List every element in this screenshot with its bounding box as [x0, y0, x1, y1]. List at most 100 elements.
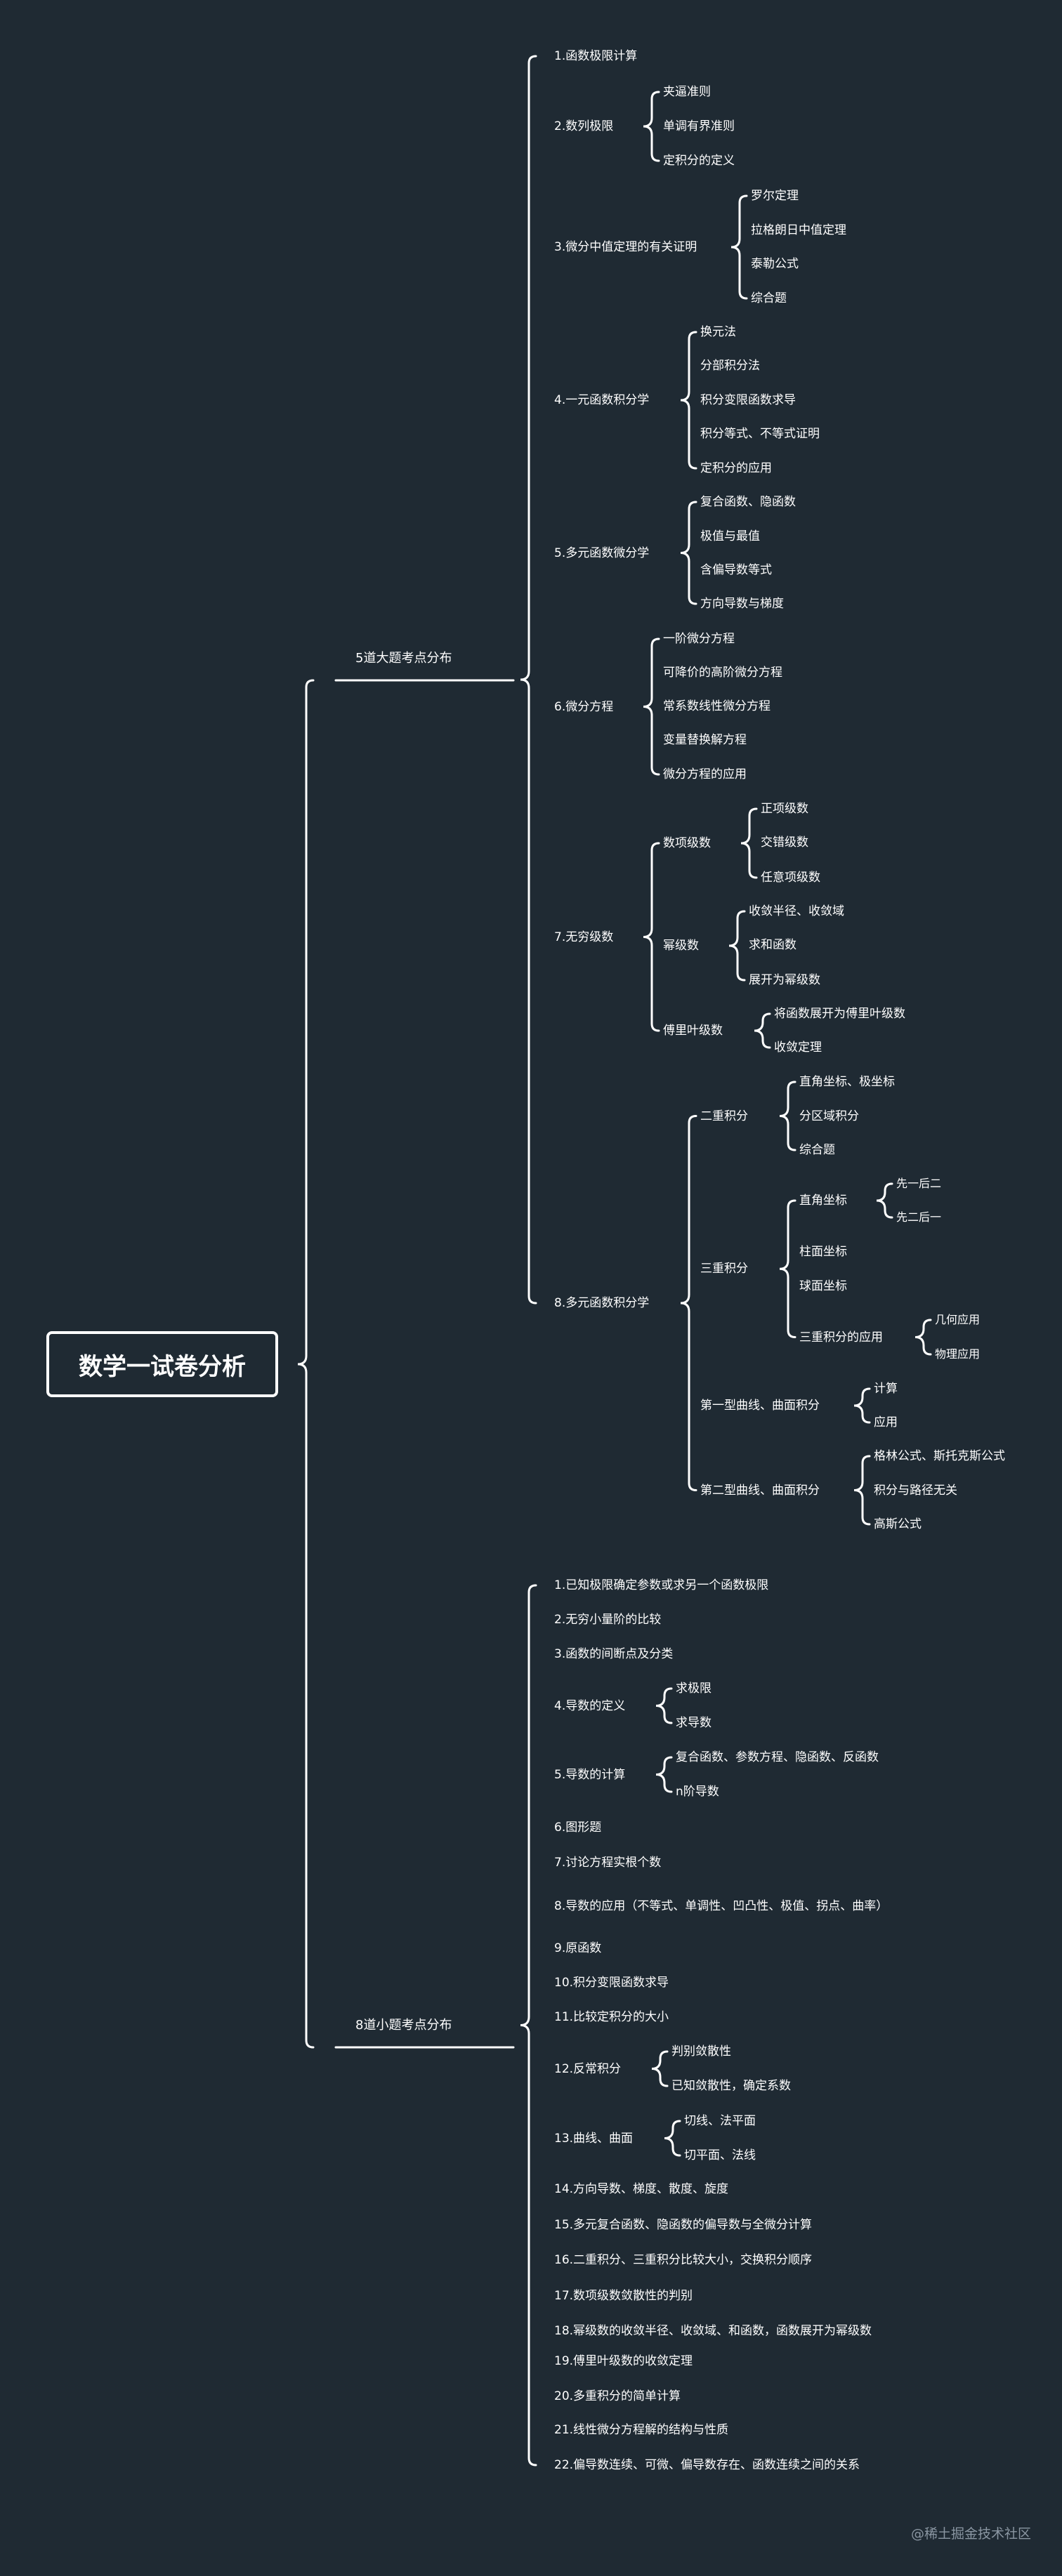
node-branches-0-children-7-children-3-label[interactable]: 第二型曲线、曲面积分	[700, 1483, 820, 1498]
node-branches-0-children-7-children-0-children-1-label[interactable]: 分区域积分	[799, 1109, 859, 1123]
node-branches-0-children-7-children-1-children-3-children-1-label[interactable]: 物理应用	[935, 1347, 981, 1361]
node-branches-0-children-6-children-2-label[interactable]: 傅里叶级数	[663, 1024, 723, 1038]
brace-b1-12	[664, 2120, 681, 2157]
node-branches-0-children-6-children-2-children-0-label[interactable]: 将函数展开为傅里叶级数	[774, 1007, 905, 1021]
node-branches-0-children-6-children-0-children-2-label[interactable]: 任意项级数	[761, 871, 820, 885]
node-branches-0-children-7-children-0-label[interactable]: 二重积分	[700, 1109, 748, 1123]
node-branches-0-children-7-children-0-children-2-label[interactable]: 综合题	[799, 1143, 835, 1157]
node-branches-1-children-12-children-0-label[interactable]: 切线、法平面	[684, 2114, 756, 2128]
node-branches-0-children-2-label[interactable]: 3.微分中值定理的有关证明	[554, 240, 697, 254]
node-branches-0-children-6-children-1-label[interactable]: 幂级数	[663, 939, 699, 953]
node-branches-1-children-3-children-0-label[interactable]: 求极限	[676, 1682, 712, 1696]
node-branches-1-children-17-label[interactable]: 18.幂级数的收敛半径、收敛域、和函数，函数展开为幂级数	[554, 2324, 872, 2338]
node-branches-0-children-2-children-2-label[interactable]: 泰勒公式	[751, 257, 799, 271]
node-branches-0-children-6-label[interactable]: 7.无穷级数	[554, 930, 614, 944]
node-branches-0-children-2-children-0-label[interactable]: 罗尔定理	[751, 189, 799, 203]
node-branches-0-children-2-children-1-label[interactable]: 拉格朗日中值定理	[751, 223, 846, 237]
node-branches-0-children-3-label[interactable]: 4.一元函数积分学	[554, 393, 650, 407]
node-branches-0-children-6-children-0-label[interactable]: 数项级数	[663, 836, 711, 850]
node-branches-0-children-5-children-2-label[interactable]: 常系数线性微分方程	[663, 699, 771, 713]
node-branches-0-children-7-children-1-children-0-children-0-label[interactable]: 先一后二	[896, 1177, 942, 1190]
node-branches-0-children-3-children-0-label[interactable]: 换元法	[700, 325, 736, 339]
node-branches-0-children-4-children-3-label[interactable]: 方向导数与梯度	[700, 597, 784, 611]
node-branches-0-children-4-children-0-label[interactable]: 复合函数、隐函数	[700, 495, 796, 509]
node-branches-1-children-21-label[interactable]: 22.偏导数连续、可微、偏导数存在、函数连续之间的关系	[554, 2458, 860, 2472]
node-branches-0-children-3-children-3-label[interactable]: 积分等式、不等式证明	[700, 427, 820, 441]
node-branches-0-children-1-children-2-label[interactable]: 定积分的定义	[663, 154, 735, 168]
node-branches-1-children-2-label[interactable]: 3.函数的间断点及分类	[554, 1647, 674, 1661]
node-branches-1-children-4-label[interactable]: 5.导数的计算	[554, 1767, 626, 1782]
node-branches-0-children-6-children-0-children-1-label[interactable]: 交错级数	[761, 835, 808, 850]
node-branches-0-children-4-children-1-label[interactable]: 极值与最值	[700, 529, 760, 543]
node-branches-1-children-16-label[interactable]: 17.数项级数敛散性的判别	[554, 2289, 693, 2303]
node-branches-1-children-8-label[interactable]: 9.原函数	[554, 1941, 602, 1955]
node-branches-0-children-7-children-1-children-2-label[interactable]: 球面坐标	[799, 1279, 847, 1293]
node-branches-0-label[interactable]: 5道大题考点分布	[355, 651, 452, 666]
node-branches-1-children-14-label[interactable]: 15.多元复合函数、隐函数的偏导数与全微分计算	[554, 2218, 813, 2232]
node-branches-0-children-7-children-2-children-0-label[interactable]: 计算	[874, 1382, 898, 1396]
node-branches-0-children-7-children-1-children-0-label[interactable]: 直角坐标	[799, 1194, 847, 1208]
node-branches-0-children-7-children-3-children-0-label[interactable]: 格林公式、斯托克斯公式	[874, 1449, 1005, 1463]
node-branches-0-children-3-children-2-label[interactable]: 积分变限函数求导	[700, 393, 796, 407]
node-branches-0-children-7-children-2-label[interactable]: 第一型曲线、曲面积分	[700, 1399, 820, 1413]
node-branches-0-children-7-children-1-children-3-label[interactable]: 三重积分的应用	[799, 1330, 883, 1345]
node-branches-1-children-18-label[interactable]: 19.傅里叶级数的收敛定理	[554, 2354, 693, 2368]
node-branches-1-children-6-label[interactable]: 7.讨论方程实根个数	[554, 1856, 662, 1870]
node-branches-1-children-4-children-1-label[interactable]: n阶导数	[676, 1785, 719, 1799]
node-branches-0-children-2-children-3-label[interactable]: 综合题	[751, 291, 787, 305]
node-branches-1-children-10-label[interactable]: 11.比较定积分的大小	[554, 2010, 669, 2024]
brace-b0-7-3	[853, 1455, 871, 1526]
node-branches-0-children-4-label[interactable]: 5.多元函数微分学	[554, 546, 650, 560]
node-branches-0-children-6-children-0-children-0-label[interactable]: 正项级数	[761, 802, 808, 816]
node-branches-1-children-12-children-1-label[interactable]: 切平面、法线	[684, 2148, 756, 2162]
node-branches-1-children-20-label[interactable]: 21.线性微分方程解的结构与性质	[554, 2423, 729, 2437]
node-branches-1-children-9-label[interactable]: 10.积分变限函数求导	[554, 1976, 669, 1990]
node-branches-1-children-11-children-1-label[interactable]: 已知敛散性，确定系数	[671, 2079, 791, 2093]
node-branches-1-children-15-label[interactable]: 16.二重积分、三重积分比较大小，交换积分顺序	[554, 2253, 813, 2267]
node-branches-1-children-12-label[interactable]: 13.曲线、曲面	[554, 2131, 634, 2146]
node-branches-0-children-7-children-1-children-1-label[interactable]: 柱面坐标	[799, 1245, 847, 1259]
node-branches-1-children-5-label[interactable]: 6.图形题	[554, 1821, 602, 1835]
node-branches-0-children-3-children-1-label[interactable]: 分部积分法	[700, 359, 760, 373]
node-branches-0-children-5-children-1-label[interactable]: 可降价的高阶微分方程	[663, 666, 782, 680]
node-branches-0-children-7-children-1-label[interactable]: 三重积分	[700, 1262, 748, 1276]
brace-b0	[520, 55, 537, 1304]
node-branches-1-children-0-label[interactable]: 1.已知极限确定参数或求另一个函数极限	[554, 1578, 769, 1592]
node-branches-1-children-3-label[interactable]: 4.导数的定义	[554, 1698, 626, 1713]
node-branches-0-children-0-label[interactable]: 1.函数极限计算	[554, 49, 638, 63]
node-branches-0-children-5-children-4-label[interactable]: 微分方程的应用	[663, 767, 747, 781]
node-branches-0-children-1-children-1-label[interactable]: 单调有界准则	[663, 119, 735, 133]
node-branches-0-children-7-label[interactable]: 8.多元函数积分学	[554, 1296, 650, 1310]
node-branches-0-children-6-children-1-children-0-label[interactable]: 收敛半径、收敛域	[749, 904, 844, 918]
node-branches-0-children-7-children-2-children-1-label[interactable]: 应用	[874, 1415, 898, 1429]
node-branches-0-children-7-children-1-children-0-children-1-label[interactable]: 先二后一	[896, 1210, 942, 1224]
brace-b0-3	[680, 331, 697, 470]
node-branches-0-children-7-children-1-children-3-children-0-label[interactable]: 几何应用	[935, 1313, 981, 1326]
node-branches-0-children-1-children-0-label[interactable]: 夹逼准则	[663, 85, 711, 99]
node-branches-0-children-7-children-3-children-2-label[interactable]: 高斯公式	[874, 1517, 922, 1531]
node-branches-0-children-1-label[interactable]: 2.数列极限	[554, 119, 614, 133]
node-branches-0-children-6-children-1-children-1-label[interactable]: 求和函数	[749, 938, 796, 952]
node-branches-0-children-6-children-1-children-2-label[interactable]: 展开为幂级数	[749, 973, 820, 987]
node-branches-1-children-11-label[interactable]: 12.反常积分	[554, 2061, 622, 2076]
node-branches-1-children-7-label[interactable]: 8.导数的应用（不等式、单调性、凹凸性、极值、拐点、曲率）	[554, 1899, 889, 1913]
node-branches-0-children-7-children-0-children-0-label[interactable]: 直角坐标、极坐标	[799, 1075, 895, 1089]
node-branches-0-children-5-label[interactable]: 6.微分方程	[554, 699, 614, 714]
brace-b1-3	[655, 1687, 673, 1724]
node-branches-0-children-3-children-4-label[interactable]: 定积分的应用	[700, 461, 772, 475]
root-node[interactable]: 数学一试卷分析	[46, 1331, 278, 1397]
node-branches-1-children-4-children-0-label[interactable]: 复合函数、参数方程、隐函数、反函数	[676, 1750, 879, 1764]
node-branches-1-label[interactable]: 8道小题考点分布	[355, 2018, 452, 2033]
node-branches-1-children-1-label[interactable]: 2.无穷小量阶的比较	[554, 1613, 662, 1627]
node-branches-0-children-5-children-0-label[interactable]: 一阶微分方程	[663, 632, 735, 646]
node-branches-0-children-7-children-3-children-1-label[interactable]: 积分与路径无关	[874, 1484, 957, 1498]
node-branches-1-children-3-children-1-label[interactable]: 求导数	[676, 1716, 712, 1730]
node-branches-0-children-4-children-2-label[interactable]: 含偏导数等式	[700, 563, 772, 577]
node-branches-0-children-5-children-3-label[interactable]: 变量替换解方程	[663, 733, 747, 747]
node-branches-1-children-19-label[interactable]: 20.多重积分的简单计算	[554, 2389, 681, 2403]
node-branches-0-children-6-children-2-children-1-label[interactable]: 收敛定理	[774, 1041, 822, 1055]
brace-b0-7-1-0	[876, 1182, 893, 1219]
node-branches-1-children-13-label[interactable]: 14.方向导数、梯度、散度、旋度	[554, 2182, 729, 2196]
node-branches-1-children-11-children-0-label[interactable]: 判别敛散性	[671, 2045, 731, 2059]
